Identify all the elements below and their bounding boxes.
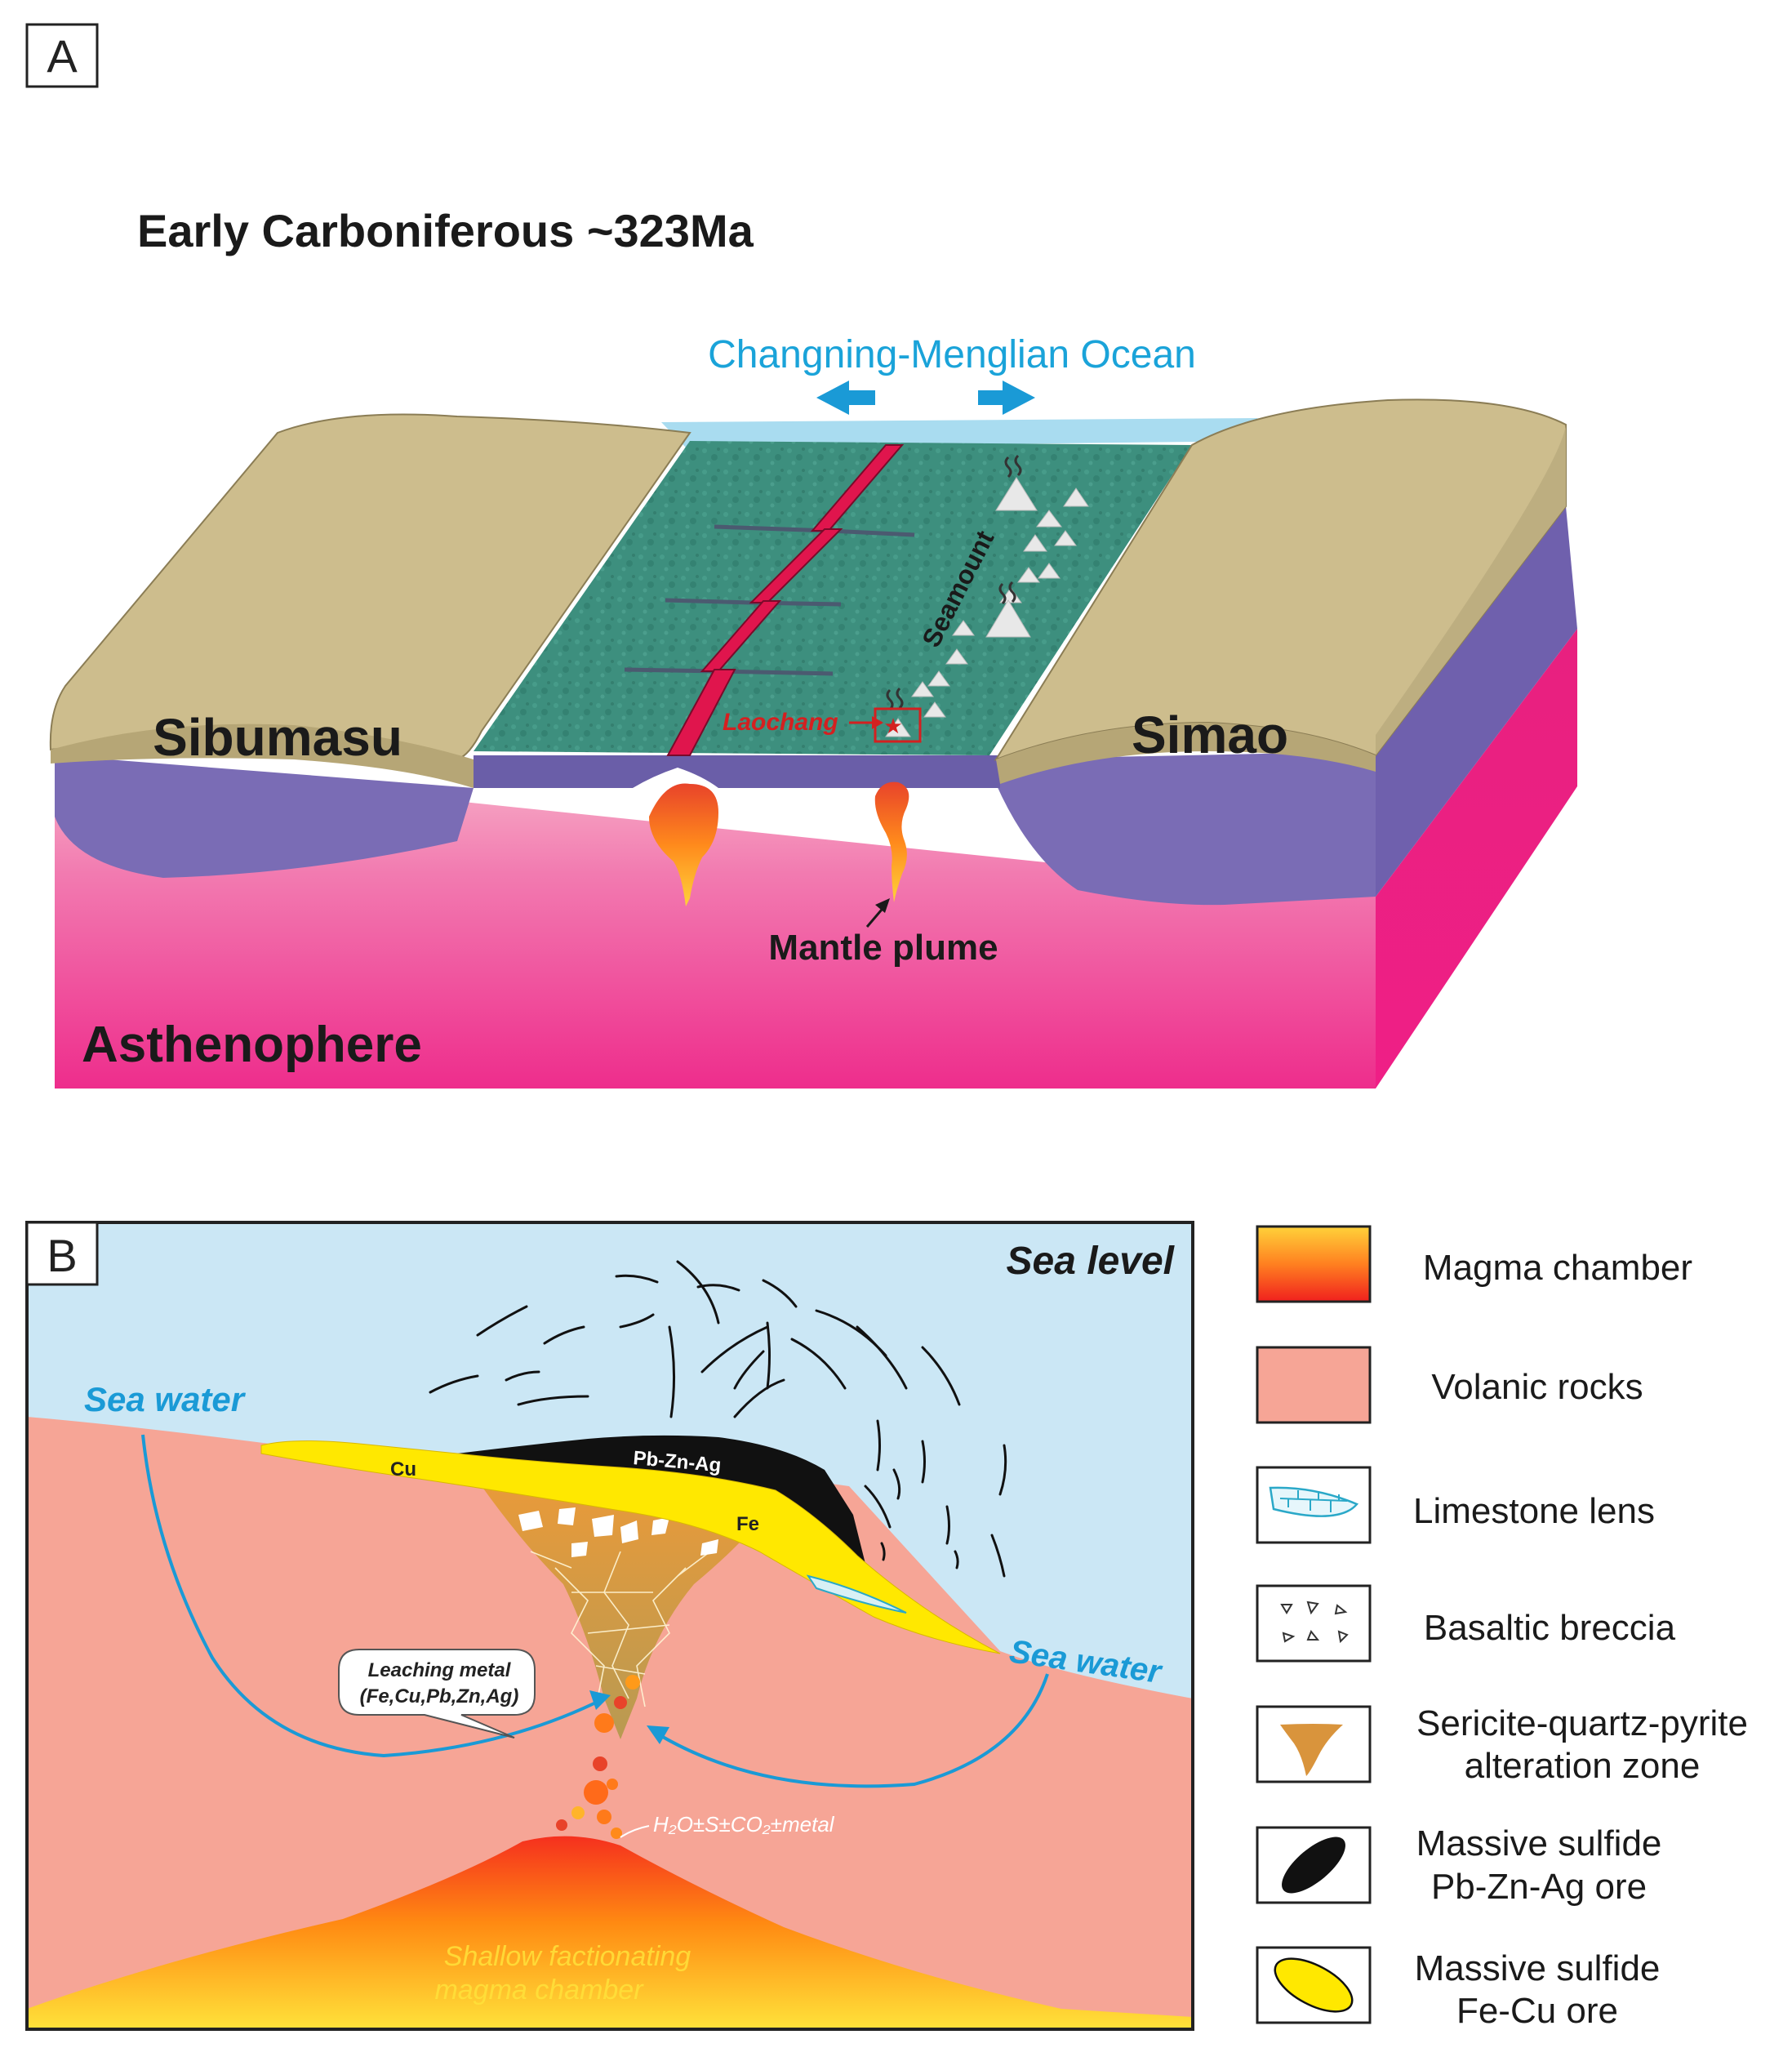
legend: Magma chamber Volanic rocks Limestone le… (1256, 1225, 1748, 2031)
seawater-flow-right-head (647, 1725, 669, 1744)
oceanic-crust-base (474, 755, 1000, 788)
panel-b-letter-box (25, 1221, 99, 1286)
continent-simao-side (1376, 425, 1566, 755)
limestone-lens-icon (1269, 1486, 1359, 1517)
panel-b-letter: B (47, 1230, 77, 1281)
spread-arrow-left (816, 381, 875, 415)
yellow-ore-lens-icon (1274, 1957, 1354, 2013)
legend-swatch-magma (1256, 1225, 1372, 1303)
legend-item-sericite: Sericite-quartz-pyrite alteration zone (1256, 1703, 1748, 1786)
panel-a-letter: A (47, 30, 78, 82)
panel-a: A Early Carboniferous ~323Ma (25, 23, 1577, 1089)
crust-side-right (1372, 506, 1577, 897)
legend-label-limestone: Limestone lens (1413, 1491, 1655, 1531)
panel-a-title: Early Carboniferous ~323Ma (137, 205, 754, 256)
alteration-zone (482, 1486, 767, 1739)
callout-line-1: Leaching metal (368, 1659, 512, 1681)
legend-item-magma: Magma chamber (1256, 1225, 1692, 1303)
legend-label-breccia: Basaltic breccia (1424, 1608, 1676, 1648)
ore-fe-label: Fe (736, 1513, 759, 1535)
leaching-callout: Leaching metal (Fe,Cu,Pb,Zn,Ag) (338, 1649, 536, 1739)
black-ore-lens-icon (1282, 1837, 1345, 1894)
ocean-surface (661, 418, 1274, 447)
legend-label-pbznag-1: Massive sulfide (1416, 1823, 1662, 1863)
ore-cu-label: Cu (390, 1458, 416, 1480)
legend-label-pbznag-2: Pb-Zn-Ag ore (1431, 1867, 1647, 1907)
legend-label-volcanic: Volanic rocks (1431, 1367, 1643, 1407)
spread-arrow-right (978, 381, 1035, 415)
legend-item-breccia: Basaltic breccia (1256, 1584, 1676, 1663)
asthenosphere-side (1376, 629, 1577, 1089)
panel-b: Shallow factionating magma chamber (25, 1221, 1194, 2031)
legend-label-sericite-2: alteration zone (1465, 1746, 1701, 1786)
sea-water-label-left: Sea water (84, 1380, 247, 1418)
legend-label-sericite-1: Sericite-quartz-pyrite (1416, 1703, 1748, 1743)
ocean-label: Changning-Menglian Ocean (708, 333, 1196, 376)
callout-line-2: (Fe,Cu,Pb,Zn,Ag) (360, 1685, 519, 1707)
magma-chamber (27, 1836, 1193, 2029)
sibumasu-label: Sibumasu (153, 708, 402, 767)
continent-simao-front (996, 723, 1376, 784)
legend-label-fecu-1: Massive sulfide (1415, 1948, 1661, 1988)
sea-level-label: Sea level (1007, 1240, 1176, 1283)
laochang-arrow-head (872, 716, 883, 729)
ore-yellow-fecu (260, 1440, 1001, 1654)
mantle-plume-left (649, 783, 718, 906)
crust-left (55, 755, 474, 878)
seamounts (885, 477, 1089, 737)
seawater-flow-left-head (589, 1690, 611, 1710)
chamber-label-2: magma chamber (434, 1975, 644, 2006)
breccia-icon (1280, 1601, 1349, 1644)
limestone-lens (806, 1574, 907, 1614)
legend-item-pbznag: Massive sulfide Pb-Zn-Ag ore (1256, 1823, 1662, 1907)
chamber-label-1: Shallow factionating (444, 1941, 691, 1972)
breccia-fragments (518, 1507, 718, 1557)
spreading-ridge (666, 444, 905, 756)
simao-label: Simao (1132, 706, 1288, 764)
hydrothermal-plume (429, 1260, 1007, 1578)
laochang-star-icon: ★ (883, 714, 902, 738)
limestone-brick-lines (1279, 1490, 1348, 1512)
mantle-plume-right (874, 781, 909, 902)
fluid-droplets (556, 1675, 640, 1839)
panel-a-letter-box (25, 23, 99, 88)
laochang-label: Laochang (723, 709, 838, 736)
legend-label-magma: Magma chamber (1423, 1248, 1692, 1288)
legend-swatch-breccia (1256, 1584, 1372, 1663)
vent-smoke (886, 454, 1022, 711)
legend-item-fecu: Massive sulfide Fe-Cu ore (1256, 1946, 1661, 2031)
alteration-zone-icon (1280, 1724, 1343, 1776)
continent-sibumasu-front (51, 723, 474, 788)
stockwork-veins (530, 1551, 711, 1707)
mantle-plume-label: Mantle plume (768, 928, 998, 968)
asthenosphere-label: Asthenophere (82, 1017, 422, 1073)
crust-right (996, 751, 1376, 906)
oceanic-crust (474, 441, 1192, 755)
legend-swatch-volcanic (1256, 1346, 1372, 1424)
fluid-pointer (620, 1825, 650, 1838)
mantle-plume-arrow-head (875, 898, 890, 913)
legend-item-limestone: Limestone lens (1256, 1466, 1655, 1544)
seawater-flow-left (141, 1434, 605, 1758)
legend-item-volcanic: Volanic rocks (1256, 1346, 1643, 1424)
fluid-label: H₂O±S±CO₂±metal (653, 1812, 835, 1837)
seawater-flow-right (651, 1673, 1049, 1788)
legend-label-fecu-2: Fe-Cu ore (1456, 1991, 1618, 2031)
panel-b-border (25, 1221, 1194, 2031)
